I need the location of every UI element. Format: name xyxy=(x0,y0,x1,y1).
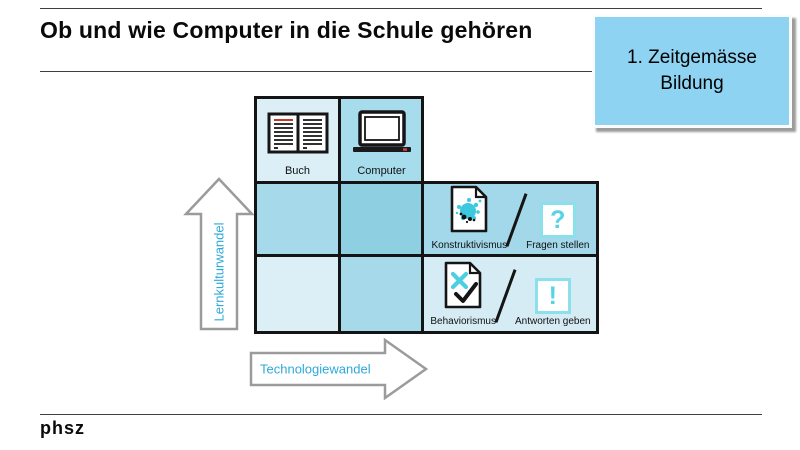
topic-box: 1. Zeitgemässe Bildung xyxy=(592,14,792,128)
cell-header-computer: Computer xyxy=(341,98,422,182)
column-header-computer-label: Computer xyxy=(357,165,406,177)
footer-rule xyxy=(40,414,762,415)
question-square-icon: ? xyxy=(539,202,576,238)
grid-line xyxy=(254,181,599,184)
grid-line xyxy=(596,181,599,334)
title-underline-rule xyxy=(40,71,762,72)
lernkulturwandel-arrow: Lernkulturwandel xyxy=(183,176,255,332)
fragen-stellen-label: Fragen stellen xyxy=(526,240,590,251)
slide-title: Ob und wie Computer in die Schule gehöre… xyxy=(40,17,533,43)
cell-buch-behaviorismus xyxy=(256,257,339,331)
phsz-logo: phsz xyxy=(40,418,86,438)
document-splat-icon xyxy=(450,185,488,238)
question-glyph: ? xyxy=(550,205,566,234)
cell-computer-konstruktivismus xyxy=(341,184,422,255)
antworten-geben-group: ! Antworten geben xyxy=(515,278,591,327)
slash-icon xyxy=(505,193,528,247)
topic-box-label: 1. Zeitgemässe Bildung xyxy=(627,47,757,94)
row-label-konstruktivismus: Konstruktivismus ? Fragen stellen xyxy=(424,184,597,255)
column-header-buch-label: Buch xyxy=(284,165,311,177)
antworten-geben-label: Antworten geben xyxy=(514,316,591,327)
cell-computer-behaviorismus xyxy=(341,257,422,331)
lernkulturwandel-label: Lernkulturwandel xyxy=(211,222,227,322)
grid-line xyxy=(421,96,424,334)
technologiewandel-label: Technologiewandel xyxy=(260,361,371,377)
laptop-icon xyxy=(351,110,413,159)
behaviorismus-group: Behaviorismus xyxy=(430,261,496,327)
cell-buch-konstruktivismus xyxy=(256,184,339,255)
fragen-stellen-group: ? Fragen stellen xyxy=(526,202,589,251)
document-check-icon xyxy=(444,261,482,314)
right-arrow-icon xyxy=(249,337,429,401)
grid-line xyxy=(254,331,599,334)
grid-line xyxy=(254,254,599,257)
row-label-behaviorismus: Behaviorismus ! Antworten geben xyxy=(424,257,597,331)
behaviorismus-label: Behaviorismus xyxy=(430,316,496,327)
up-arrow-icon xyxy=(183,177,255,331)
grid-line xyxy=(254,96,257,334)
open-book-icon xyxy=(267,112,329,159)
exclamation-glyph: ! xyxy=(548,281,557,310)
technologiewandel-arrow: Technologiewandel xyxy=(248,337,430,401)
grid-line xyxy=(254,96,424,99)
grid-line xyxy=(338,96,341,334)
konstruktivismus-group: Konstruktivismus xyxy=(431,185,508,251)
top-rule xyxy=(40,8,762,9)
konstruktivismus-label: Konstruktivismus xyxy=(431,240,508,251)
cell-header-buch: Buch xyxy=(256,98,339,182)
exclamation-square-icon: ! xyxy=(534,278,571,314)
slash-icon xyxy=(494,269,517,323)
